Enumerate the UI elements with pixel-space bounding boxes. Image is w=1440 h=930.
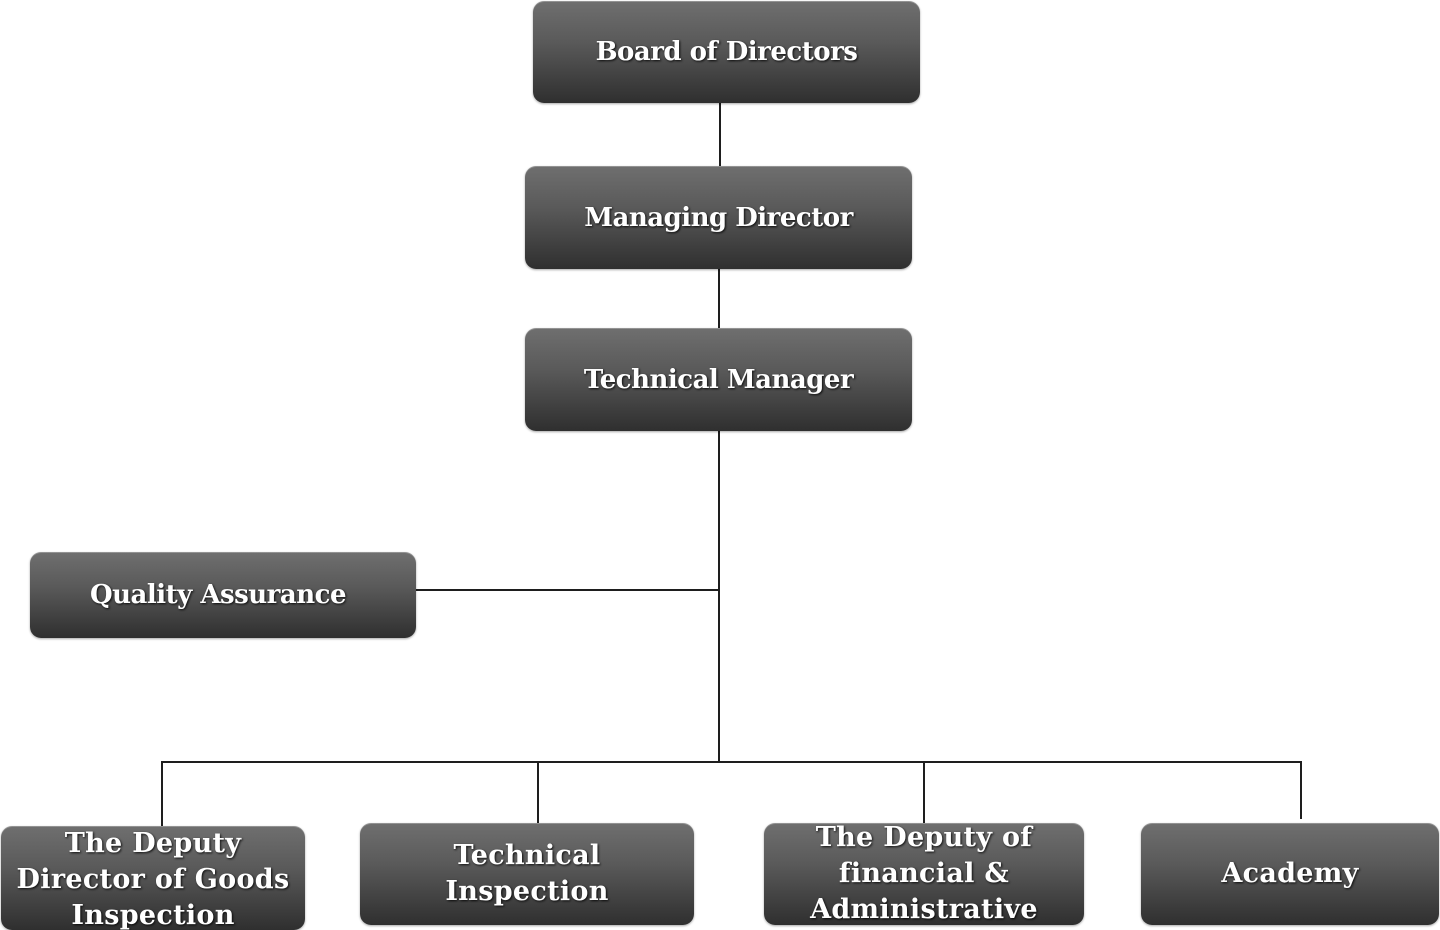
- connector-technical-manager-trunk: [718, 431, 720, 763]
- connector-managing-director-to-technical-manager: [718, 269, 720, 328]
- connector-to-technical-inspection: [537, 761, 539, 823]
- node-technical-manager: Technical Manager: [525, 328, 912, 431]
- node-technical-manager-label: Technical Manager: [583, 364, 854, 395]
- connector-departments-bus: [161, 761, 1302, 763]
- node-managing-director-label: Managing Director: [584, 202, 853, 233]
- node-board-of-directors-label: Board of Directors: [595, 37, 858, 67]
- connector-to-goods-inspection: [161, 761, 163, 826]
- node-academy: Academy: [1141, 823, 1439, 925]
- node-deputy-director-goods-inspection: The Deputy Director of Goods Inspection: [1, 826, 305, 930]
- node-quality-assurance: Quality Assurance: [30, 552, 416, 638]
- node-deputy-financial-administrative: The Deputy of financial & Administrative: [764, 823, 1084, 925]
- node-deputy-director-goods-inspection-label: The Deputy Director of Goods Inspection: [16, 828, 290, 930]
- node-academy-label: Academy: [1221, 858, 1359, 889]
- node-technical-inspection-label: Technical Inspection: [445, 840, 609, 907]
- connector-to-financial-administrative: [923, 761, 925, 823]
- node-board-of-directors: Board of Directors: [533, 1, 920, 103]
- node-deputy-financial-administrative-label: The Deputy of financial & Administrative: [810, 823, 1038, 925]
- node-managing-director: Managing Director: [525, 166, 912, 269]
- connector-to-academy: [1300, 761, 1302, 819]
- node-quality-assurance-label: Quality Assurance: [90, 580, 347, 610]
- connector-board-to-managing-director: [719, 103, 721, 166]
- node-technical-inspection: Technical Inspection: [360, 823, 694, 925]
- connector-quality-assurance-branch: [416, 589, 719, 591]
